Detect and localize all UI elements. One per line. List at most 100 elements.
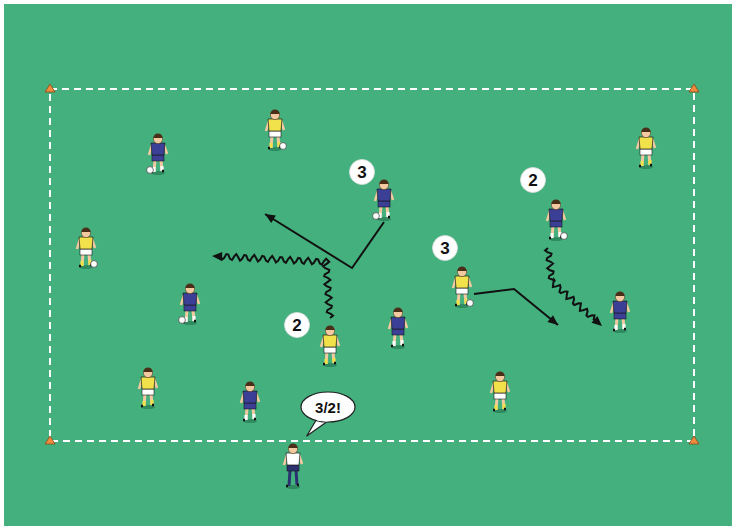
shirt xyxy=(243,391,257,403)
player-figure xyxy=(491,371,509,413)
head xyxy=(153,134,162,143)
shorts xyxy=(392,329,404,335)
hair xyxy=(457,266,466,271)
shorts xyxy=(550,221,562,227)
callout-number: 3 xyxy=(440,240,449,257)
player-figure xyxy=(179,283,199,325)
socks xyxy=(496,404,504,410)
cone xyxy=(45,84,55,92)
boots xyxy=(286,485,299,486)
ball xyxy=(147,167,154,174)
hair xyxy=(270,109,279,114)
callout-number: 2 xyxy=(292,317,301,334)
shorts xyxy=(269,131,281,137)
player-figure xyxy=(389,307,407,349)
coach-figure xyxy=(284,443,302,489)
cone xyxy=(689,84,699,92)
socks xyxy=(642,160,650,166)
bubble-outline xyxy=(301,392,355,422)
socks xyxy=(616,324,624,330)
socks xyxy=(326,358,334,364)
player-figure xyxy=(547,199,567,241)
shorts xyxy=(80,249,92,255)
legs xyxy=(289,470,297,486)
socks xyxy=(154,166,162,172)
boots xyxy=(323,363,336,364)
head xyxy=(288,444,297,453)
boots xyxy=(79,265,92,266)
dribble-line xyxy=(545,248,595,320)
hair xyxy=(143,367,152,372)
ball xyxy=(561,233,568,240)
players xyxy=(77,109,655,489)
shorts xyxy=(244,403,256,409)
head xyxy=(615,292,624,301)
head xyxy=(379,180,388,189)
node-text-stack: 2 xyxy=(292,317,301,334)
player-figure xyxy=(611,291,629,333)
hair xyxy=(81,227,90,232)
legs xyxy=(144,394,152,406)
callout-number: 3 xyxy=(357,164,366,181)
shirt xyxy=(377,189,391,201)
circle-outline xyxy=(285,313,310,338)
socks xyxy=(394,340,402,346)
hair xyxy=(185,283,194,288)
speech-bubble: 3/2! xyxy=(300,391,356,423)
legs xyxy=(154,160,162,172)
socks xyxy=(144,400,152,406)
arrow-head xyxy=(265,214,276,223)
shirt xyxy=(493,381,507,393)
shorts xyxy=(287,465,299,471)
shirt xyxy=(455,276,469,288)
shorts xyxy=(184,305,196,311)
shirt xyxy=(323,335,337,347)
shirt xyxy=(391,317,405,329)
hair xyxy=(153,133,162,138)
shirt xyxy=(639,137,653,149)
ball xyxy=(91,261,98,268)
ball xyxy=(280,143,287,150)
hair xyxy=(245,381,254,386)
cone xyxy=(45,436,55,444)
circle-outline xyxy=(350,160,375,185)
hair xyxy=(379,179,388,184)
legs xyxy=(552,226,560,238)
ball xyxy=(179,317,186,324)
hair xyxy=(641,127,650,132)
boots xyxy=(455,304,468,305)
node-text-stack: 3 xyxy=(357,164,366,181)
legs xyxy=(186,310,194,322)
shorts xyxy=(142,389,154,395)
shirt xyxy=(79,237,93,249)
shirt xyxy=(183,293,197,305)
legs xyxy=(496,398,504,410)
socks xyxy=(552,232,560,238)
legs xyxy=(394,334,402,346)
socks xyxy=(271,142,279,148)
ball xyxy=(373,213,380,220)
shirt xyxy=(151,143,165,155)
area-boundary xyxy=(50,89,694,441)
shorts xyxy=(494,393,506,399)
hair xyxy=(288,443,297,448)
head xyxy=(457,267,466,276)
legs xyxy=(246,408,254,420)
callout-circle: 3 xyxy=(432,235,458,261)
legs xyxy=(82,254,90,266)
bubble-join xyxy=(317,420,327,421)
player-figure xyxy=(147,133,167,175)
circle-outline xyxy=(433,236,458,261)
legs xyxy=(326,352,334,364)
ball xyxy=(467,300,474,307)
legs xyxy=(271,136,279,148)
shorts xyxy=(456,288,468,294)
head xyxy=(185,284,194,293)
boots xyxy=(639,165,652,166)
head xyxy=(325,326,334,335)
arrow-head xyxy=(591,316,602,326)
callout-circle: 3 xyxy=(349,159,375,185)
legs xyxy=(642,154,650,166)
head xyxy=(81,228,90,237)
